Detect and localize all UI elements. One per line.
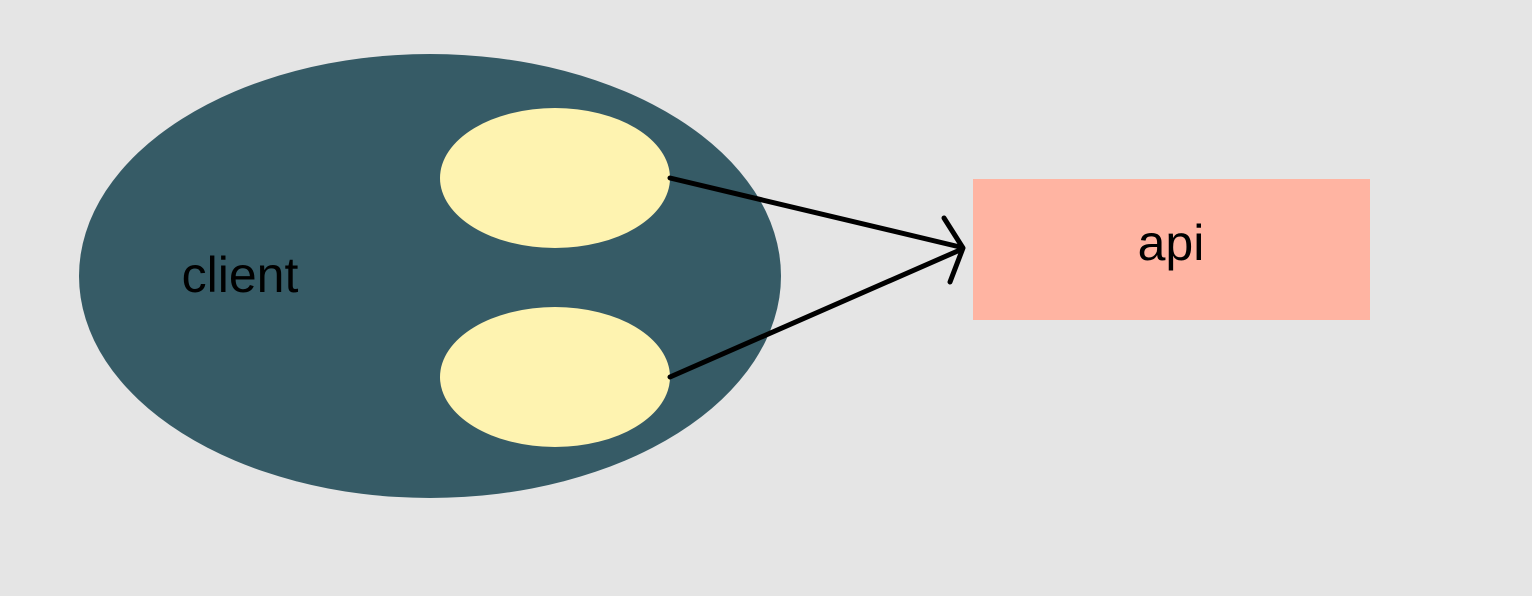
arrowhead-icon <box>941 215 966 285</box>
api-label: api <box>1138 215 1205 271</box>
edge-line-bottom <box>667 247 963 380</box>
edge-inner-top-to-api <box>667 175 966 285</box>
inner-top-ellipse <box>440 108 670 248</box>
client-node[interactable]: client <box>79 54 781 498</box>
edge-inner-bottom-to-api <box>667 247 963 380</box>
api-node[interactable]: api <box>973 179 1370 320</box>
inner-bottom-node[interactable] <box>440 307 670 447</box>
client-label: client <box>182 247 299 303</box>
inner-top-node[interactable] <box>440 108 670 248</box>
api-rect <box>973 179 1370 320</box>
edge-line-top <box>667 175 963 250</box>
inner-bottom-ellipse <box>440 307 670 447</box>
